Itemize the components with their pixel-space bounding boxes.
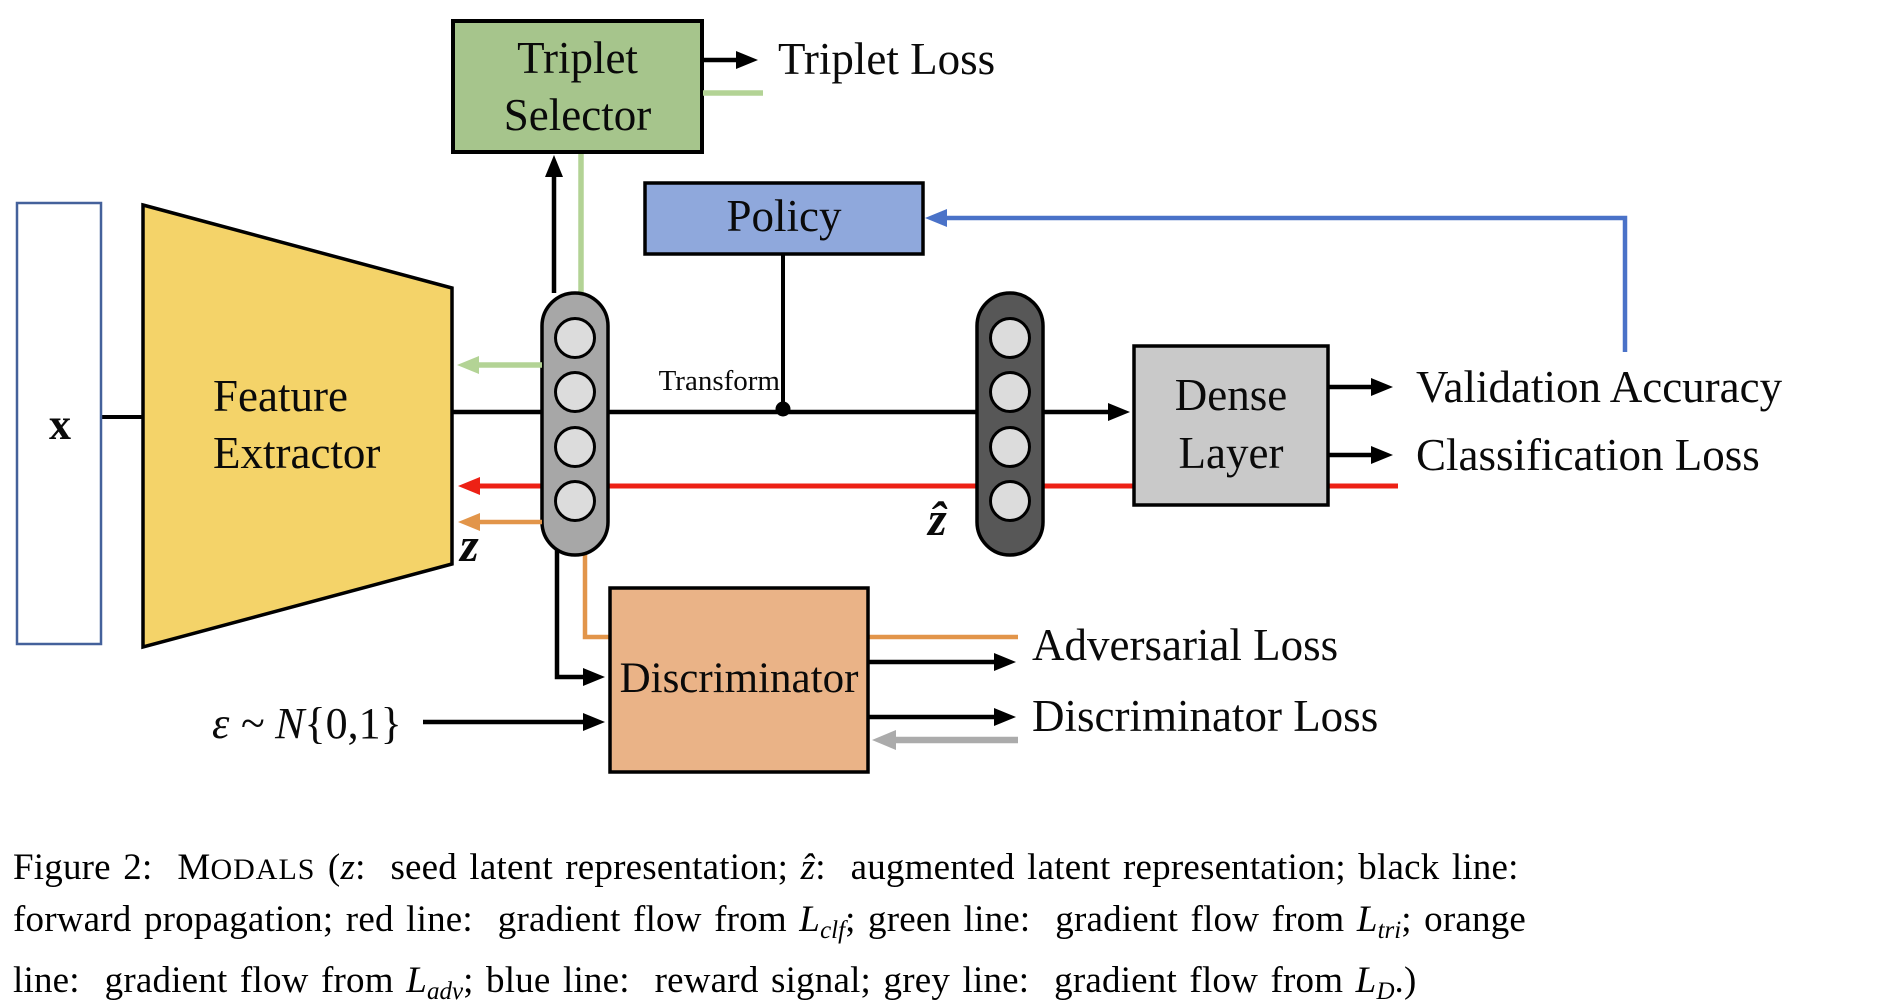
discriminator-loss-label: Discriminator Loss — [1032, 691, 1379, 741]
z-hat-label: ẑ — [928, 493, 947, 546]
z-label: z — [460, 519, 479, 572]
caption-math-L: L — [1356, 899, 1378, 940]
caption-line-1: Figure 2: MODALS (z: seed latent represe… — [13, 843, 1873, 895]
feature-extractor-trapezoid — [141, 202, 454, 650]
nodes — [15, 19, 1330, 774]
caption-text: ; green line: gradient flow from — [845, 899, 1357, 940]
caption-line-2: forward propagation; red line: gradient … — [13, 895, 1873, 956]
caption-text: : augmented latent representation; black… — [815, 847, 1519, 888]
caption-math-sub-tri: tri — [1377, 917, 1402, 944]
reward-signal-line-to-policy — [925, 209, 1628, 352]
validation-accuracy-label: Validation Accuracy — [1416, 362, 1783, 412]
caption-math-z-hat: ẑ — [800, 847, 816, 888]
transform-junction-dot — [775, 401, 791, 417]
feature-extractor-label: Feature Extractor — [213, 371, 381, 478]
caption-text: ( — [315, 847, 341, 888]
caption-math-sub-clf: clf — [820, 917, 846, 944]
z-neuron-4 — [554, 480, 596, 522]
caption-math-sub-adv: adv — [426, 978, 464, 1005]
dense-layer-label: Dense Layer — [1174, 370, 1288, 478]
triplet-loss-label: Triplet Loss — [778, 34, 996, 84]
caption-text: line: gradient flow from — [13, 960, 407, 1001]
caption-math-L: L — [799, 899, 821, 940]
caption-text: Figure 2: — [13, 847, 178, 888]
policy-box — [643, 181, 925, 256]
z-hat-neuron-2 — [989, 371, 1031, 413]
triplet-selector-box — [451, 19, 704, 154]
caption-math-L: L — [406, 960, 427, 1001]
adv-gradient-line-to-z — [582, 548, 1018, 640]
caption-math-z: z — [340, 847, 356, 888]
noise-label: ε ~ N{0,1} — [212, 698, 402, 750]
caption-line-3: line: gradient flow from Ladv; blue line… — [13, 956, 1873, 1008]
caption-text: ; orange — [1401, 899, 1527, 940]
figure-caption: Figure 2: MODALS (z: seed latent represe… — [13, 843, 1873, 1008]
input-x-label: x — [49, 400, 71, 449]
z-hat-neuron-1 — [989, 317, 1031, 359]
z-neuron-2 — [554, 371, 596, 413]
forward-line-z-to-discriminator — [554, 545, 605, 686]
discriminator-box — [608, 586, 870, 774]
noise-distribution-n: N — [275, 699, 305, 748]
transform-label: Transform — [658, 365, 780, 397]
modals-architecture-diagram — [15, 19, 1628, 774]
policy-label: Policy — [726, 191, 842, 241]
triplet-selector-label: Triplet Selector — [503, 33, 652, 140]
z-neuron-3 — [554, 426, 596, 468]
input-x-box — [15, 201, 103, 646]
caption-text: forward propagation; red line: gradient … — [13, 899, 800, 940]
dense-layer-box — [1132, 344, 1330, 507]
adversarial-loss-label: Adversarial Loss — [1032, 620, 1339, 670]
classification-loss-label: Classification Loss — [1416, 430, 1760, 480]
z-hat-neuron-4 — [989, 480, 1031, 522]
caption-modals-m: M — [177, 847, 211, 888]
connections-front — [423, 51, 1628, 750]
caption-text: .) — [1394, 960, 1417, 1001]
noise-epsilon: ε ~ — [212, 699, 276, 748]
caption-math-L: L — [1355, 960, 1377, 1001]
discriminator-label: Discriminator — [619, 655, 859, 702]
caption-text: ; blue line: reward signal; grey line: g… — [463, 960, 1356, 1001]
z-hat-neuron-3 — [989, 426, 1031, 468]
caption-text: : seed latent representation; — [355, 847, 801, 888]
z-neuron-1 — [554, 317, 596, 359]
noise-params: {0,1} — [304, 699, 402, 748]
caption-modals-smallcaps: ODALS — [210, 853, 316, 886]
caption-math-sub-D: D — [1376, 978, 1395, 1005]
